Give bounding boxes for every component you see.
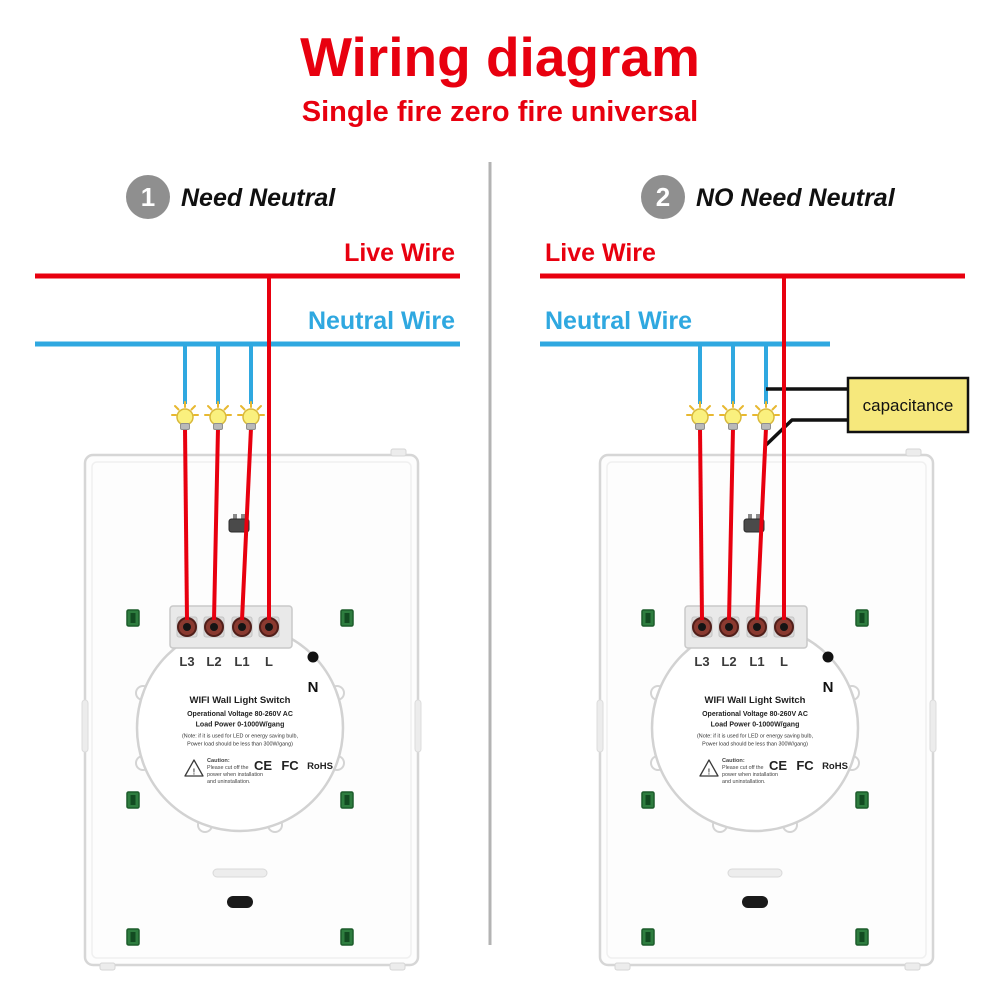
- step-number: 2: [656, 182, 670, 212]
- neutral-wire-label: Neutral Wire: [308, 307, 455, 335]
- capacitor-label: capacitance: [863, 396, 954, 415]
- live-wire-label: Live Wire: [545, 239, 656, 267]
- capacitor-box: [846, 376, 970, 434]
- capacitor-bottom-wire: [764, 418, 849, 447]
- light-bulb: [204, 401, 232, 431]
- neutral-wiring: [35, 341, 460, 404]
- wall-switch: [595, 447, 938, 972]
- lamp-load-wire: [212, 427, 220, 621]
- live-wire-label: Live Wire: [344, 239, 455, 267]
- lamp-load-wire: [240, 427, 253, 621]
- neutral-wire-label: Neutral Wire: [545, 307, 692, 335]
- light-bulb: [752, 401, 780, 431]
- lamp-load-wire: [698, 427, 704, 621]
- wall-switch: [80, 447, 423, 972]
- live-wiring: [35, 273, 460, 621]
- page-title: Wiring diagram: [300, 26, 700, 88]
- lamp-load-wire: [183, 427, 189, 621]
- page-subtitle: Single fire zero fire universal: [302, 96, 698, 128]
- neutral-wiring: [540, 341, 830, 404]
- step-number: 1: [141, 182, 155, 212]
- light-bulb: [686, 401, 714, 431]
- light-bulb: [237, 401, 265, 431]
- panel-need-neutral: Live Wire Neutral Wire 1 Need Neutral: [35, 175, 460, 972]
- step-badge: [126, 175, 170, 219]
- lamp-load-wire: [727, 427, 735, 621]
- section-heading: Need Neutral: [181, 184, 336, 212]
- panel-no-need-neutral: capacitance Live Wire Neutral Wire 2 NO …: [540, 175, 970, 972]
- step-badge: [641, 175, 685, 219]
- light-bulb: [171, 401, 199, 431]
- capacitor-wiring: [764, 387, 849, 447]
- lamp-load-wire: [755, 427, 768, 621]
- light-bulb: [719, 401, 747, 431]
- section-heading: NO Need Neutral: [696, 184, 896, 212]
- live-wiring: [540, 273, 965, 621]
